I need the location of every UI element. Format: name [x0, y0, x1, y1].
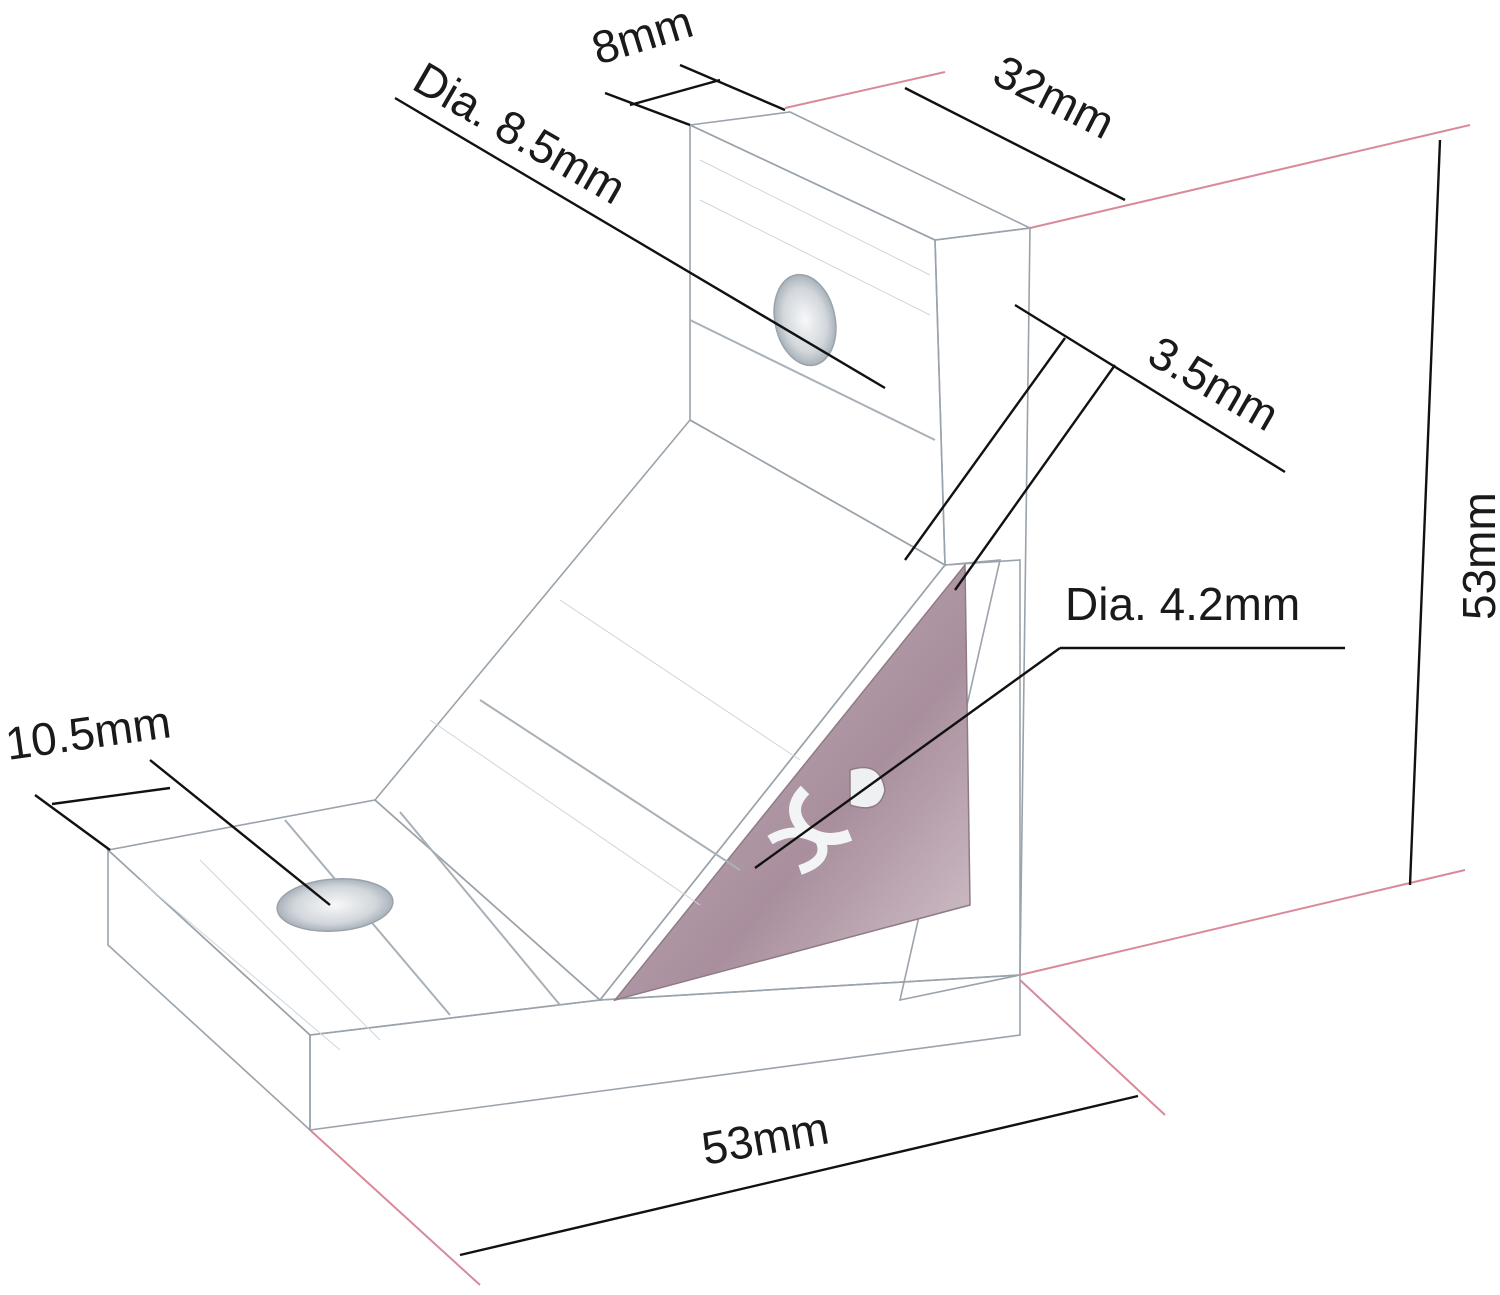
label-side-hole-diameter: Dia. 4.2mm	[1065, 578, 1300, 630]
label-wall-thickness: 3.5mm	[1140, 326, 1288, 441]
base-front-face	[107, 848, 311, 1132]
gusset-cavity	[612, 562, 971, 1002]
base-mounting-hole	[276, 877, 394, 933]
label-top-hole-diameter: Dia. 8.5mm	[405, 52, 635, 215]
extension-lines	[309, 71, 1471, 1286]
brushed-texture	[139, 159, 931, 1051]
label-base-length: 53mm	[698, 1101, 833, 1174]
t-slot-base	[767, 827, 828, 875]
label-bottom-hole-offset: 10.5mm	[2, 695, 174, 770]
slope-groove	[479, 699, 741, 871]
top-groove	[689, 319, 936, 441]
angle-bracket	[106, 111, 1033, 1132]
base-side-face	[309, 974, 1021, 1131]
base-groove-right	[399, 811, 561, 1006]
top-mounting-hole	[773, 273, 837, 367]
label-top-width: 32mm	[985, 45, 1122, 149]
dimension-lines	[34, 63, 1442, 1257]
label-height: 53mm	[1453, 492, 1500, 620]
label-slot-width: 8mm	[586, 0, 699, 75]
